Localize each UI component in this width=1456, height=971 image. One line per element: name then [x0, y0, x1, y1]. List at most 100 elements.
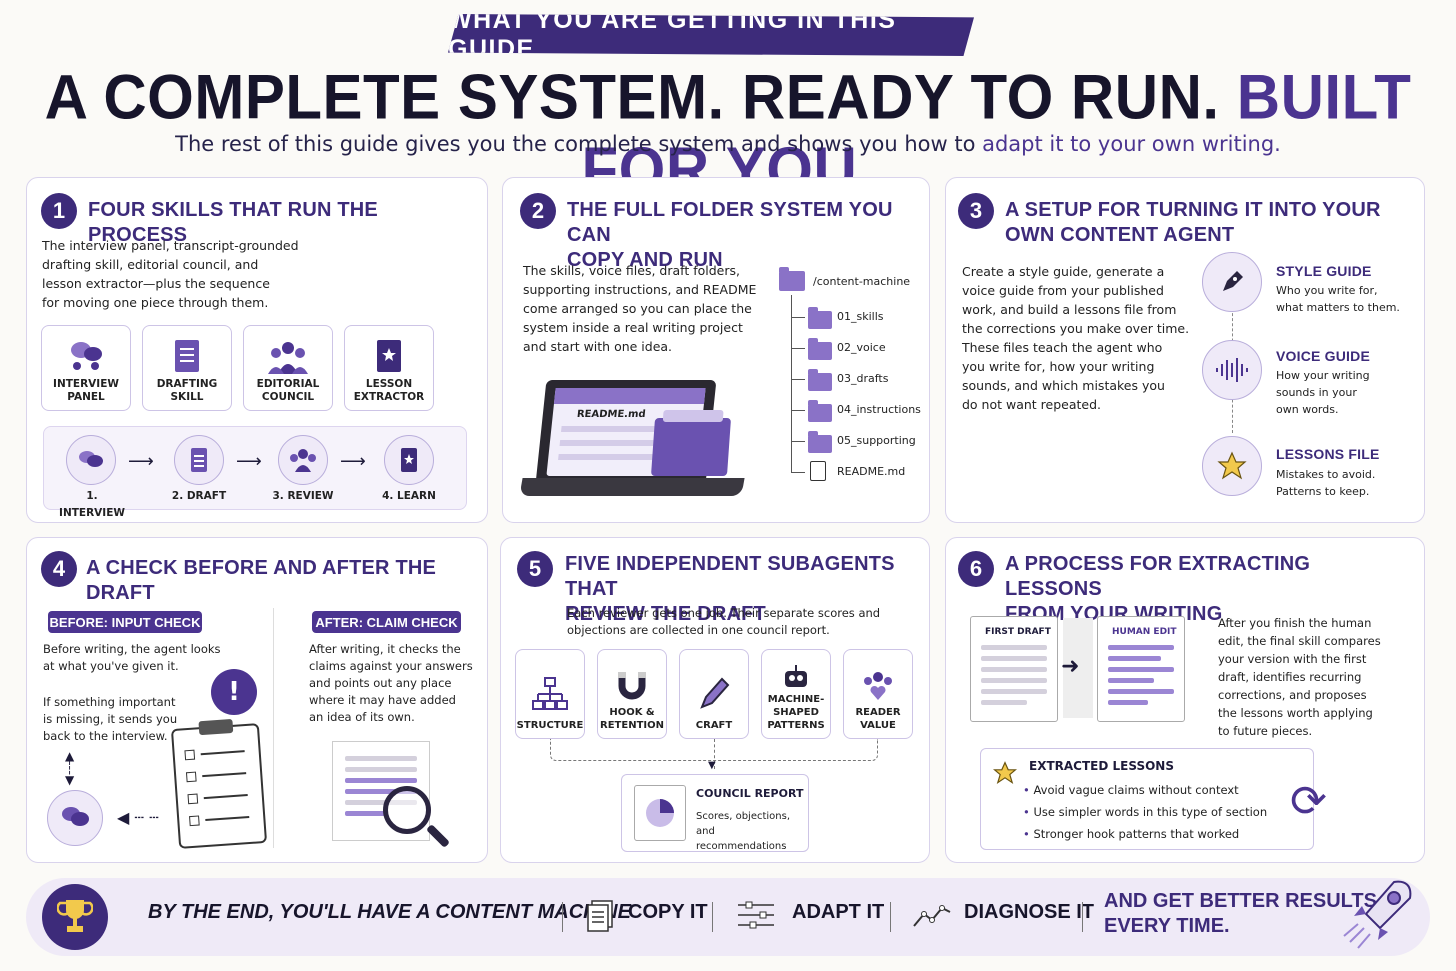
- magnet-icon: [618, 672, 646, 700]
- reviewer-label: HOOK &: [609, 707, 655, 718]
- closing-line: AND GET BETTER RESULTS—: [1104, 890, 1397, 912]
- text-line: Each reviewer gets one job. Their separa…: [567, 606, 881, 620]
- step-label: 2. DRAFT: [171, 490, 227, 502]
- text-line: your version with the first: [1218, 652, 1367, 666]
- text-line: an idea of its own.: [309, 710, 415, 724]
- lessons-title: EXTRACTED LESSONS: [1029, 759, 1174, 773]
- waveform-icon: [1202, 340, 1262, 400]
- arrow-icon: ⟶: [128, 451, 154, 472]
- clipboard-icon: [170, 718, 268, 849]
- sliders-icon: [736, 900, 776, 934]
- reviewer-label: STRUCTURE: [516, 720, 584, 731]
- reviewer-label: CRAFT: [695, 720, 733, 731]
- item-line: Patterns to keep.: [1276, 485, 1370, 498]
- pie-chart-icon: [634, 785, 686, 841]
- folder-icon: [808, 369, 832, 391]
- text-line: Create a style guide, generate a: [962, 264, 1165, 279]
- dashed-arrow-icon: ◀ ┄ ┄: [117, 808, 159, 827]
- text-line: come arranged so you can place the: [523, 301, 752, 316]
- tile-label: COUNCIL: [261, 391, 315, 403]
- text-line: drafting skill, editorial council, and: [42, 257, 259, 272]
- arrow-right-icon: ➜: [1061, 654, 1080, 679]
- card-text: Each reviewer gets one job. Their separa…: [567, 605, 927, 639]
- footer-lead: BY THE END, YOU'LL HAVE A CONTENT MACHIN…: [148, 901, 631, 923]
- text-line: draft, identifies recurring: [1218, 670, 1362, 684]
- structure-icon: [532, 677, 568, 710]
- file-label: README.md: [837, 465, 906, 478]
- pen-icon: [1202, 252, 1262, 312]
- text-line: Before writing, the agent looks: [43, 642, 221, 656]
- folder-icon: [808, 431, 832, 453]
- reviewer-craft: CRAFT: [679, 649, 749, 739]
- reviewer-label: PATTERNS: [767, 720, 825, 731]
- after-text: After writing, it checks the claims agai…: [309, 641, 479, 726]
- step-label: 4. LEARN: [382, 490, 436, 502]
- extracted-lessons: EXTRACTED LESSONS • Avoid vague claims w…: [980, 748, 1314, 850]
- card-number: 4: [41, 551, 77, 587]
- report-line: and recommendations: [696, 826, 787, 852]
- magnifier-icon: [383, 786, 431, 834]
- refresh-cycle-icon: ⟳: [1290, 776, 1327, 827]
- subhead-part2: adapt it to your own writing.: [982, 132, 1281, 156]
- item-text: Mistakes to avoid.Patterns to keep.: [1276, 466, 1416, 500]
- card-number: 2: [520, 193, 556, 229]
- title-line: COPY AND RUN: [567, 249, 723, 271]
- folder-label: 02_voice: [837, 341, 886, 354]
- vertical-arrow-icon: ▲┆▼: [65, 749, 75, 787]
- text-line: to future pieces.: [1218, 724, 1313, 738]
- closing-line: EVERY TIME.: [1104, 915, 1230, 937]
- footer-adapt: ADAPT IT: [792, 901, 885, 923]
- step-label: 3. REVIEW: [272, 490, 334, 502]
- group-icon: [268, 342, 308, 374]
- text-line: If something important: [43, 695, 176, 709]
- card-title: FOUR SKILLS THAT RUN THE PROCESS: [88, 199, 378, 246]
- page-subhead: The rest of this guide gives you the com…: [0, 132, 1456, 156]
- card-title: A CHECK BEFORE AND AFTER THE DRAFT: [86, 557, 437, 604]
- item-text: Who you write for,what matters to them.: [1276, 282, 1416, 316]
- folder-tree: /content-machine 01_skills 02_voice 03_d…: [779, 267, 924, 487]
- footer-bar: BY THE END, YOU'LL HAVE A CONTENT MACHIN…: [26, 878, 1430, 956]
- human-edit-doc: HUMAN EDIT: [1097, 616, 1185, 722]
- folder-icon: [808, 400, 832, 422]
- alert-icon: !: [211, 669, 257, 715]
- folder-label: 05_supporting: [837, 434, 916, 447]
- text-line: voice guide from your published: [962, 283, 1164, 298]
- interview-icon: [47, 790, 103, 846]
- card-text: The interview panel, transcript-grounded…: [42, 236, 322, 312]
- reviewer-label: RETENTION: [600, 720, 664, 731]
- reviewer-label: READER: [855, 707, 901, 718]
- review-step-icon: [278, 435, 328, 485]
- rocket-icon: [1336, 878, 1416, 960]
- title-line: A PROCESS FOR EXTRACTING LESSONS: [1005, 553, 1311, 600]
- people-heart-icon: [864, 672, 892, 700]
- reviewer-hook-retention: HOOK & RETENTION: [597, 649, 667, 739]
- text-line: After writing, it checks the: [309, 642, 461, 656]
- reviewer-structure: STRUCTURE: [515, 649, 585, 739]
- screen-label: README.md: [576, 409, 647, 420]
- book-icon: [377, 340, 401, 372]
- card-number: 6: [958, 551, 994, 587]
- line-chart-icon: [912, 900, 952, 934]
- folder-icon: [808, 307, 832, 329]
- star-icon: [992, 761, 1018, 789]
- text-line: and points out any place: [309, 676, 452, 690]
- text-line: These files teach the agent who: [962, 340, 1163, 355]
- arrow-down-icon: ▼: [708, 760, 716, 771]
- root-folder-label: /content-machine: [813, 275, 911, 288]
- lesson-text: Use simpler words in this type of sectio…: [1033, 805, 1268, 819]
- card-four-skills: 1 FOUR SKILLS THAT RUN THE PROCESS The i…: [26, 177, 488, 523]
- text-line: the corrections you make over time.: [962, 321, 1190, 336]
- report-title: COUNCIL REPORT: [696, 787, 804, 800]
- text-line: do not want repeated.: [962, 397, 1102, 412]
- text-line: edit, the final skill compares: [1218, 634, 1381, 648]
- interview-step-icon: [66, 435, 116, 485]
- lesson-item: • Use simpler words in this type of sect…: [1023, 805, 1268, 819]
- document-icon: [586, 900, 614, 936]
